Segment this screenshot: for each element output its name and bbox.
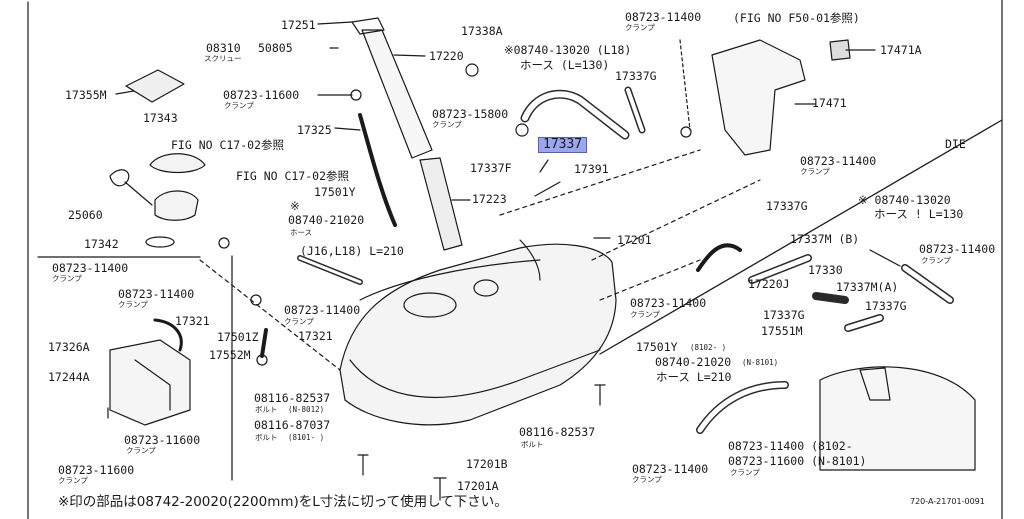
bracket-17326A <box>109 339 191 426</box>
bolt-c-label: ボルト <box>521 440 544 449</box>
screw-label: スクリュー <box>204 54 242 63</box>
hose-a-label: ホース <box>290 228 313 237</box>
fig-c17-reference-a[interactable]: FIG NO C17-02参照 <box>171 138 285 152</box>
part-17552M[interactable]: 17552M <box>209 348 251 362</box>
part-17321-a[interactable]: 17321 <box>175 314 210 328</box>
die-label: DIE <box>945 137 966 151</box>
fuel-tank <box>339 243 617 426</box>
part-17337M-B[interactable]: 17337M (B) <box>790 232 860 246</box>
bolt-b-label: ボルト <box>255 433 278 442</box>
part-08740-21020-b[interactable]: 08740-21020 <box>655 355 732 369</box>
part-17244A[interactable]: 17244A <box>48 370 90 384</box>
part-08310[interactable]: 08310 <box>206 41 241 55</box>
part-08723-11400-m[interactable]: 08723-11400 <box>284 303 361 317</box>
hose-l130-b-label: ホース ! L=130 <box>874 207 964 221</box>
part-08723-11400-l2[interactable]: 08723-11400 <box>118 287 195 301</box>
part-17337G-c[interactable]: 17337G <box>763 308 805 322</box>
clamp-m-label: クランプ <box>284 317 314 326</box>
part-17471A[interactable]: 17471A <box>880 43 922 57</box>
clamp-b1-label: クランプ <box>632 475 662 484</box>
part-17220J[interactable]: 17220J <box>748 277 790 291</box>
part-08116-82537-b[interactable]: 08116-82537 <box>519 425 596 439</box>
part-08740-21020[interactable]: 08740-21020 <box>288 213 365 227</box>
clamp-l2-label: クランプ <box>118 300 148 309</box>
part-17337G-a[interactable]: 17337G <box>615 69 657 83</box>
clamp-l1-label: クランプ <box>52 274 82 283</box>
part-25060[interactable]: 25060 <box>68 208 103 222</box>
part-17337G-b[interactable]: 17337G <box>766 199 808 213</box>
part-17220[interactable]: 17220 <box>429 49 464 63</box>
part-08723-11400-b1[interactable]: 08723-11400 <box>632 462 709 476</box>
part-08723-11400-b2[interactable]: 08723-11400 (8102- <box>728 439 853 453</box>
part-17201[interactable]: 17201 <box>617 233 652 247</box>
part-08723-11600-b[interactable]: 08723-11600 <box>124 433 201 447</box>
clamp-b-label: クランプ <box>432 120 462 129</box>
part-17391[interactable]: 17391 <box>574 162 609 176</box>
hose-l210-label: ホース L=210 <box>656 370 732 384</box>
part-17337G-d[interactable]: 17337G <box>865 299 907 313</box>
hose-l130-label: ホース (L=130) <box>520 58 610 72</box>
gasket-17343 <box>149 153 206 174</box>
part-08116-87037[interactable]: 08116-87037 <box>254 418 331 432</box>
clamp-e-label: クランプ <box>58 476 88 485</box>
part-17551M[interactable]: 17551M <box>761 324 803 338</box>
part-17501Y-b-range: (8102- ) <box>690 343 727 352</box>
bolt-b-range: (8101- ) <box>288 433 325 442</box>
clamp-a-label: クランプ <box>224 101 254 110</box>
part-08723-11600-b2[interactable]: 08723-11600 (N-8101) <box>728 454 867 468</box>
fig-c17-reference-b[interactable]: FIG NO C17-02参照 <box>236 169 350 183</box>
mark-asterisk-a: ※ <box>290 199 300 213</box>
clamp-r2-label: クランプ <box>921 256 951 265</box>
clamp-r1-label: クランプ <box>800 167 830 176</box>
part-08740-13020-b[interactable]: ※ 08740-13020 <box>858 193 951 207</box>
filler-hose <box>419 157 463 251</box>
clamp-b2-label: クランプ <box>730 468 760 477</box>
part-08723-11400-r2[interactable]: 08723-11400 <box>919 242 996 256</box>
part-17471[interactable]: 17471 <box>812 96 847 110</box>
part-17201B[interactable]: 17201B <box>466 457 508 471</box>
part-17321-b[interactable]: 17321 <box>298 329 333 343</box>
part-17501Y-a[interactable]: 17501Y <box>314 185 356 199</box>
filler-pipe <box>361 29 433 159</box>
drawing-code: 720-A-21701-0091 <box>910 497 985 506</box>
clamp-c-label: クランプ <box>630 310 660 319</box>
part-08723-11600-c[interactable]: 08723-11600 <box>58 463 135 477</box>
part-08723-11400-c[interactable]: 08723-11400 <box>630 296 707 310</box>
part-17355M[interactable]: 17355M <box>65 88 107 102</box>
part-08740-13020-l18[interactable]: ※08740-13020 (L18) <box>504 43 632 57</box>
part-17501Z[interactable]: 17501Z <box>217 330 259 344</box>
part-50805[interactable]: 50805 <box>258 41 293 55</box>
part-17337M-A[interactable]: 17337M(A) <box>836 280 899 294</box>
footnote: ※印の部品は08742-20020(2200mm)をL寸法に切って使用して下さい… <box>58 494 508 510</box>
j16-l18-length: (J16,L18) L=210 <box>300 244 404 258</box>
part-17251[interactable]: 17251 <box>281 18 316 32</box>
part-17223[interactable]: 17223 <box>472 192 507 206</box>
part-17325[interactable]: 17325 <box>297 123 332 137</box>
part-17326A[interactable]: 17326A <box>48 340 90 354</box>
part-17337-highlighted[interactable]: 17337 <box>538 137 588 153</box>
part-17201A[interactable]: 17201A <box>457 479 499 493</box>
bracket-17471 <box>711 39 806 156</box>
part-08723-11600-a[interactable]: 08723-11600 <box>223 88 300 102</box>
bolt-a-label: ボルト <box>255 405 278 414</box>
part-17338A[interactable]: 17338A <box>461 24 503 38</box>
part-17330[interactable]: 17330 <box>808 263 843 277</box>
part-08723-11400-top[interactable]: 08723-11400 <box>625 10 702 24</box>
part-17337F[interactable]: 17337F <box>470 161 512 175</box>
part-08723-15800[interactable]: 08723-15800 <box>432 107 509 121</box>
bolt-a-range: (N-8012) <box>288 405 325 414</box>
fig-f50-reference[interactable]: (FIG NO F50-01参照) <box>733 11 860 25</box>
part-08740-21020-b-range: (N-8101) <box>742 358 779 367</box>
part-08723-11400-r1[interactable]: 08723-11400 <box>800 154 877 168</box>
part-17501Y-b[interactable]: 17501Y <box>636 340 678 354</box>
part-17342[interactable]: 17342 <box>84 237 119 251</box>
part-17343[interactable]: 17343 <box>143 111 178 125</box>
part-08116-82537-a[interactable]: 08116-82537 <box>254 391 331 405</box>
part-08723-11400-l1[interactable]: 08723-11400 <box>52 261 129 275</box>
clamp-d-label: クランプ <box>126 446 156 455</box>
clamp-top-label: クランプ <box>625 23 655 32</box>
